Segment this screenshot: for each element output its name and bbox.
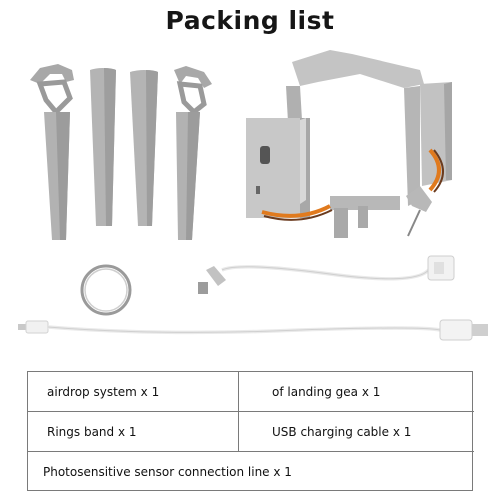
key-ring-icon	[80, 264, 132, 316]
landing-leg-icon	[90, 68, 116, 226]
airdrop-device-icon	[246, 50, 452, 238]
product-illustration	[18, 50, 488, 341]
item-airdrop-system: airdrop system x 1	[28, 372, 239, 412]
packing-list-table: airdrop system x 1 of landing gea x 1 Ri…	[27, 371, 474, 491]
usb-cable-icon	[18, 319, 488, 341]
landing-leg-icon	[30, 64, 74, 240]
item-rings-band: Rings band x 1	[28, 412, 239, 452]
sensor-cable-icon	[198, 255, 455, 294]
landing-leg-icon	[130, 70, 158, 226]
item-landing-gear: of landing gea x 1	[239, 372, 474, 412]
item-usb-charging-cable: USB charging cable x 1	[239, 412, 474, 452]
page-title: Packing list	[165, 6, 335, 35]
landing-leg-icon	[174, 66, 212, 240]
item-photosensitive-sensor-line: Photosensitive sensor connection line x …	[43, 465, 292, 479]
